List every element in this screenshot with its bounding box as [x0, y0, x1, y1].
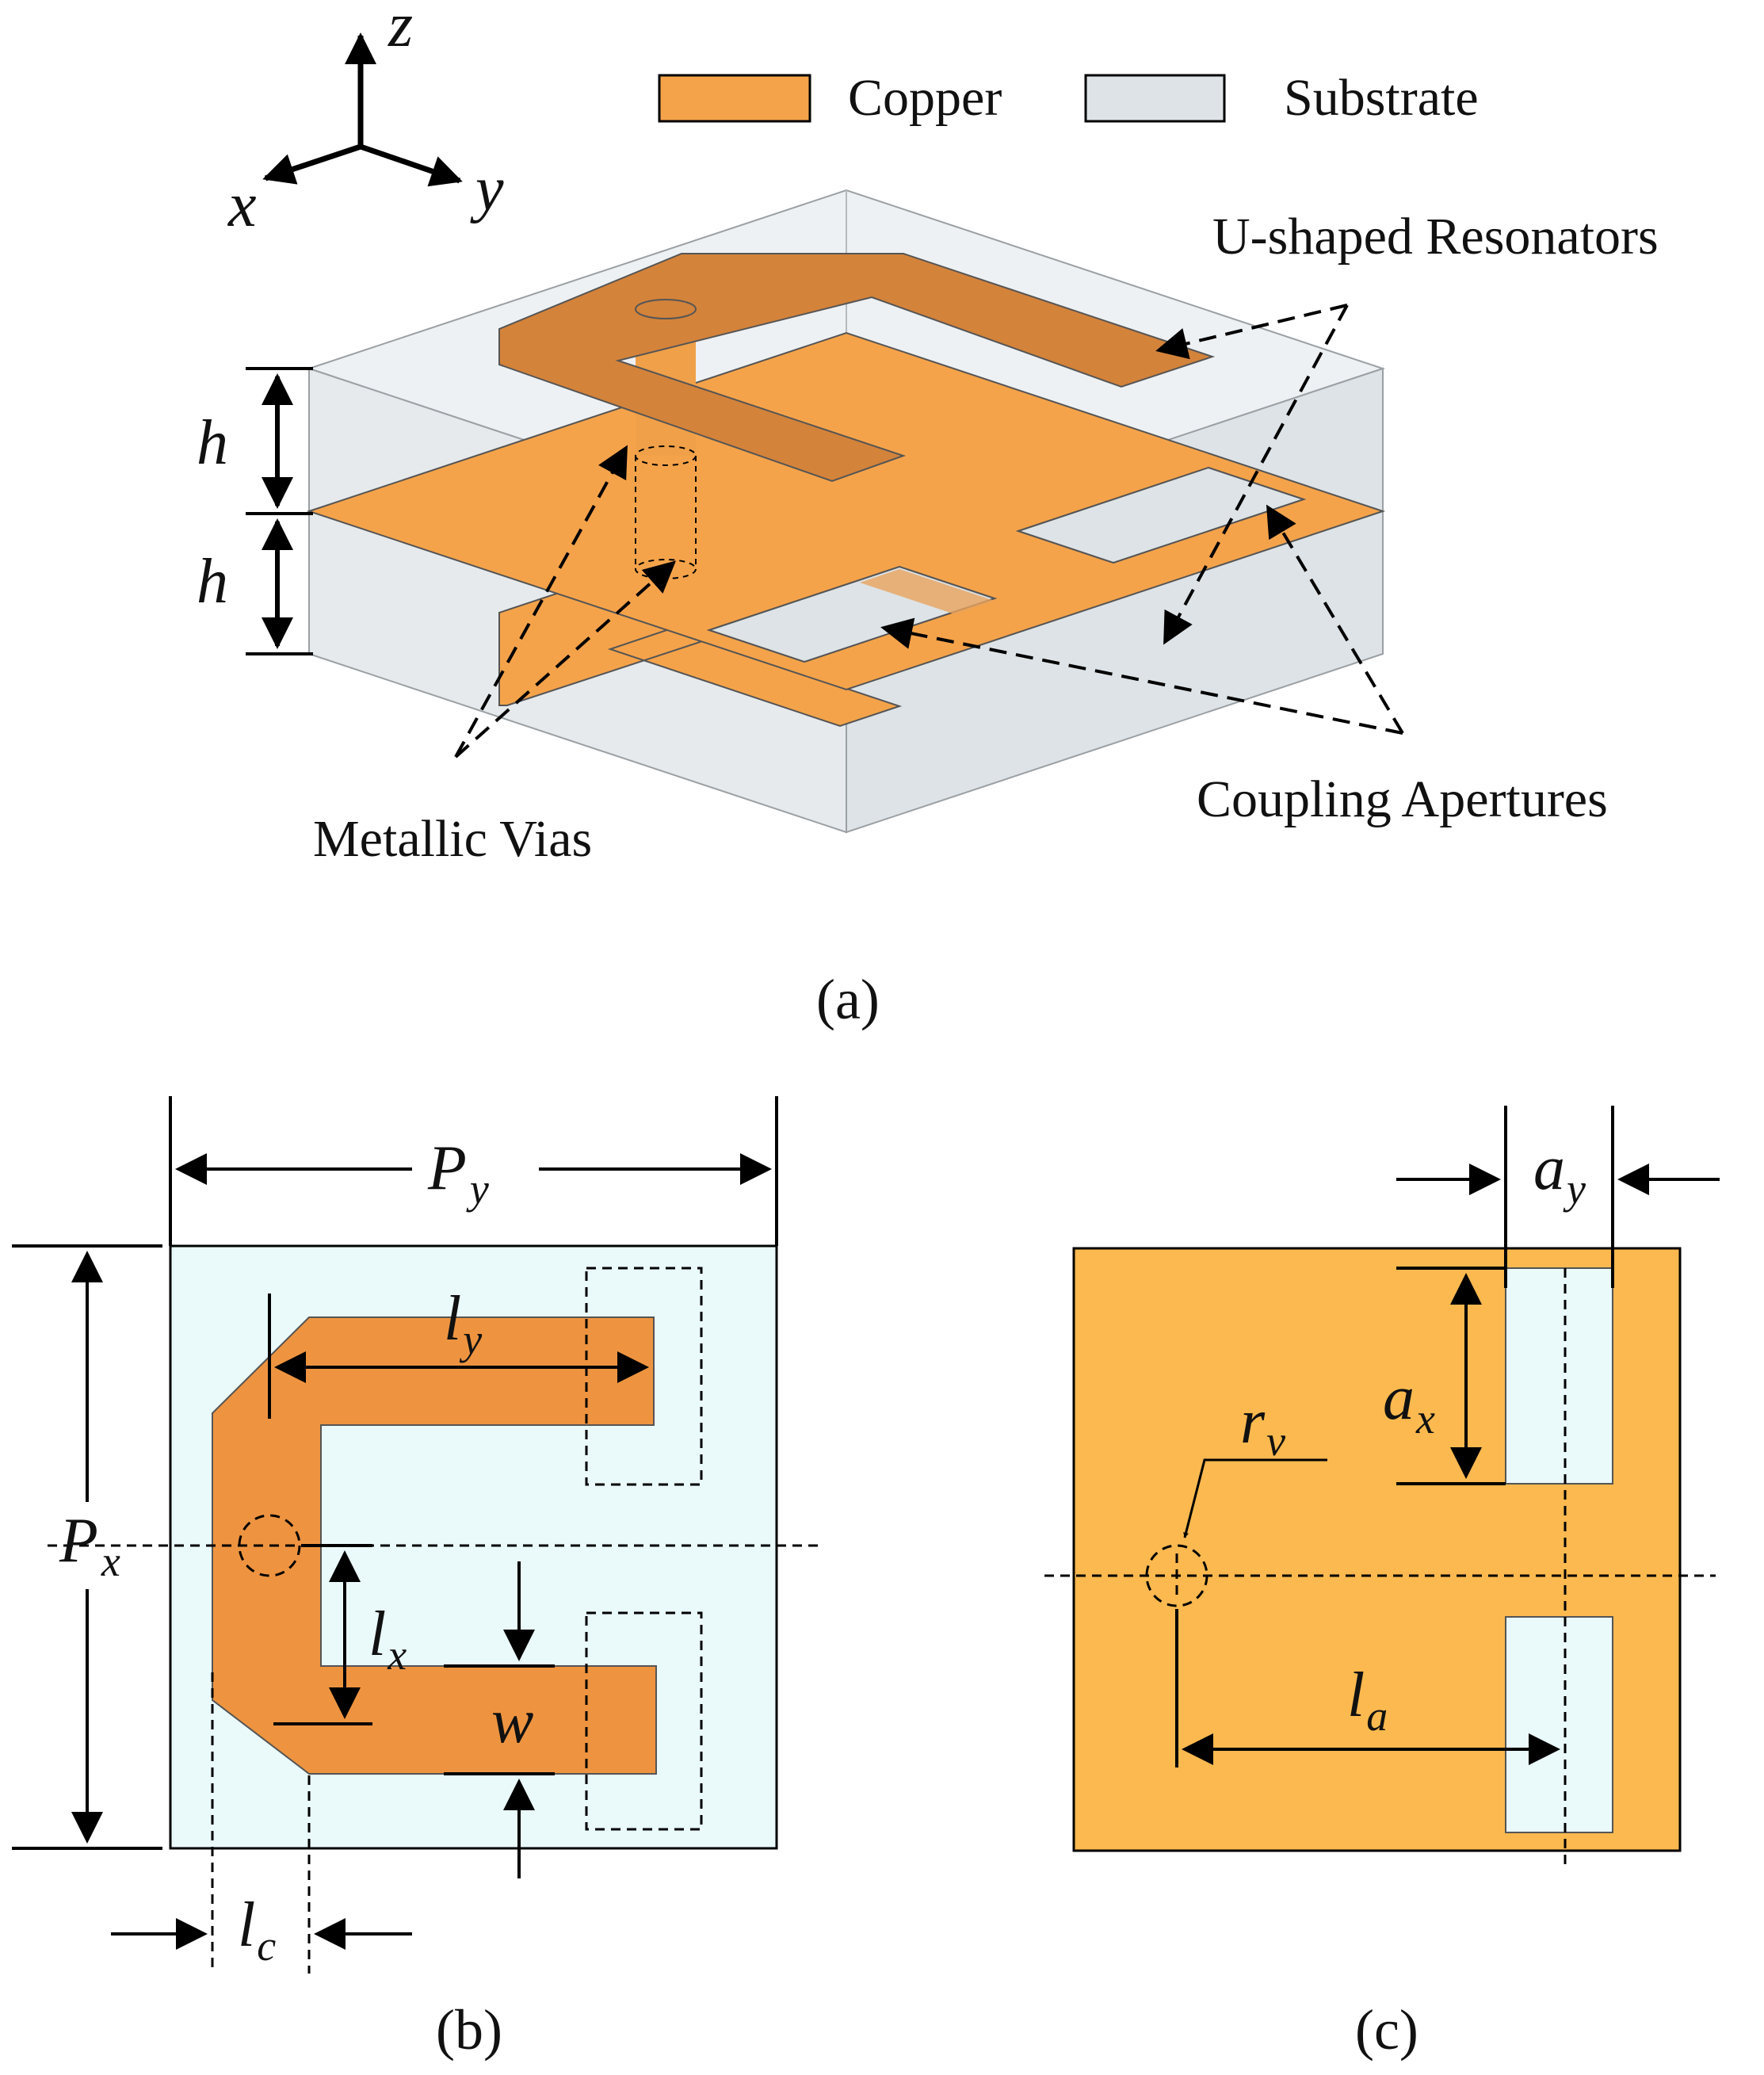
legend-substrate-label: Substrate	[1284, 69, 1479, 127]
label-ly: ly	[444, 1284, 482, 1363]
panel-a: z x y Copper Substrate	[197, 0, 1659, 1031]
label-u-shaped-resonators: U-shaped Resonators	[1212, 208, 1659, 266]
label-ax: ax	[1383, 1363, 1435, 1443]
reference-lines	[1044, 1268, 1716, 1867]
axis-y-label: y	[470, 155, 504, 224]
legend-substrate-swatch	[1084, 74, 1226, 123]
lower-resonator-glimpse	[860, 569, 995, 614]
dimension-py	[169, 1096, 778, 1246]
dimension-ax	[1396, 1267, 1506, 1485]
dimension-lx	[273, 1544, 372, 1725]
dimension-h-lower-label: h	[197, 547, 228, 617]
axis-z-label: z	[388, 0, 413, 60]
lower-layer-outlines	[48, 1267, 824, 1974]
top-resonator	[498, 253, 1216, 483]
legend-copper-label: Copper	[848, 69, 1002, 127]
dimension-h	[246, 367, 313, 655]
panel-b: Py Px ly lx w	[12, 1096, 824, 2062]
via-top-hole	[635, 299, 697, 319]
coupling-aperture-back	[1015, 466, 1307, 564]
label-lx: lx	[368, 1599, 407, 1679]
caption-b: (b)	[436, 1998, 502, 2062]
dimension-px	[12, 1244, 162, 1850]
label-rv: rv	[1240, 1387, 1285, 1465]
label-la: la	[1347, 1660, 1388, 1740]
legend-copper-swatch	[658, 74, 811, 123]
label-py: Py	[427, 1133, 489, 1213]
aperture-lower	[1505, 1616, 1613, 1833]
label-px: Px	[59, 1506, 120, 1585]
dimension-h-upper-label: h	[197, 408, 228, 478]
label-coupling-apertures: Coupling Apertures	[1197, 770, 1608, 828]
annotation-arrows	[454, 304, 1404, 759]
panel-c: ay ax rv la (c)	[1044, 1106, 1720, 2062]
caption-a: (a)	[816, 968, 880, 1031]
aperture-upper	[1505, 1267, 1613, 1485]
label-w: w	[491, 1687, 533, 1756]
dimension-ay	[1396, 1106, 1720, 1288]
dimension-w	[444, 1561, 555, 1878]
dimension-rv	[1183, 1458, 1327, 1538]
dimension-la	[1175, 1609, 1560, 1767]
caption-c: (c)	[1355, 1998, 1418, 2062]
dimension-ly	[268, 1294, 649, 1419]
label-lc: lc	[238, 1890, 276, 1970]
label-ay: ay	[1533, 1133, 1586, 1213]
label-metallic-vias: Metallic Vias	[313, 810, 592, 868]
axis-triad	[262, 32, 463, 187]
axis-x-label: x	[227, 170, 257, 240]
